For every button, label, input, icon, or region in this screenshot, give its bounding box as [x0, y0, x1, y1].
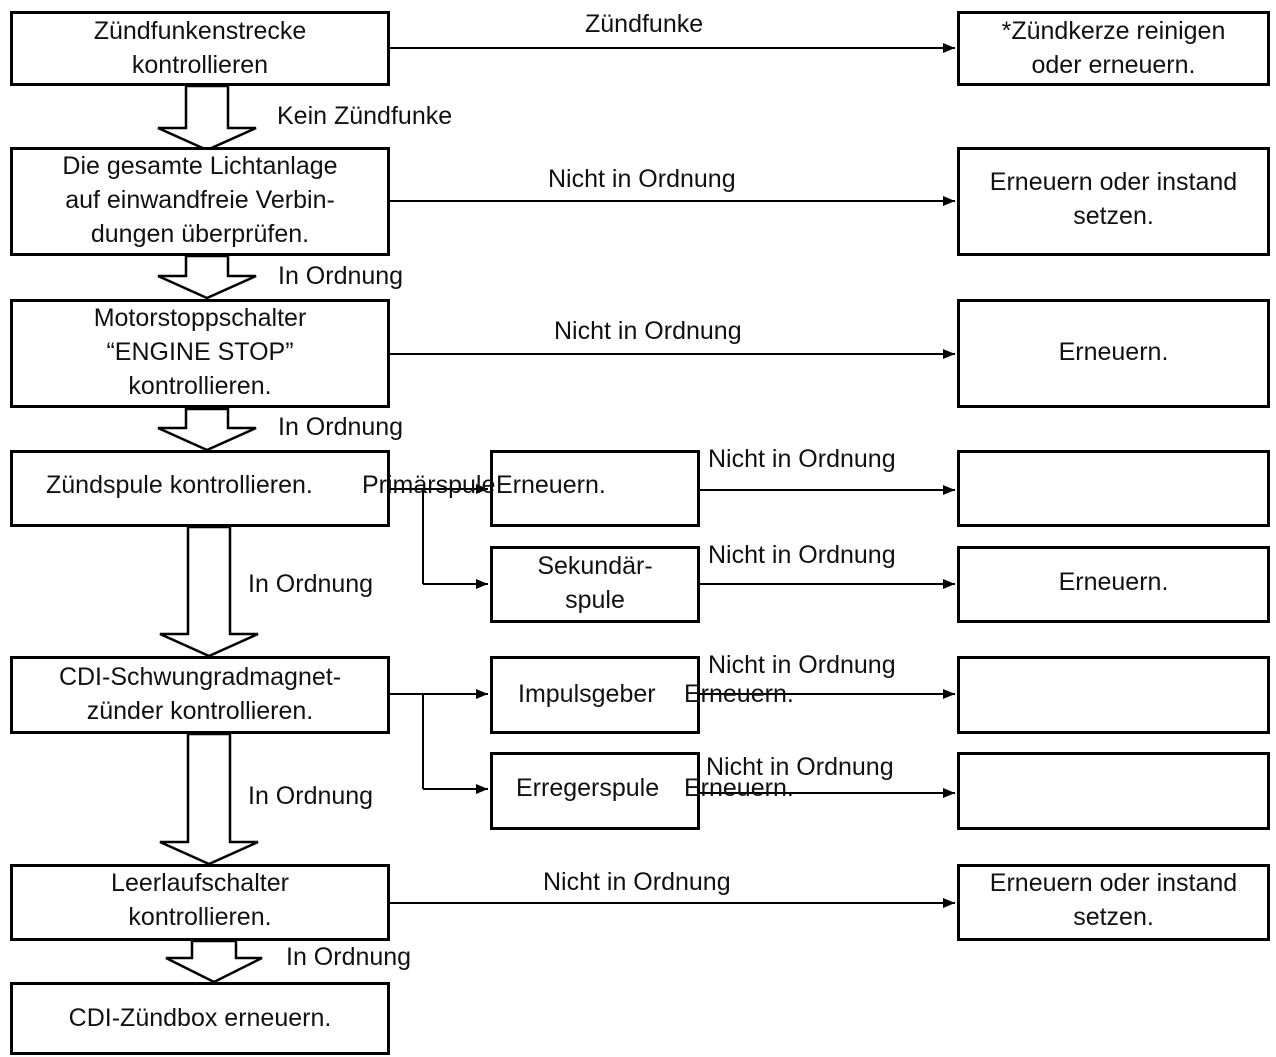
- part-primaer-box: [490, 450, 700, 527]
- result-3-box: [957, 299, 1270, 408]
- step-lichtanlage-label: Die gesamte Lichtanlage auf einwandfreie…: [62, 152, 338, 248]
- edge-label-primaer-nicht-ok: Nicht in Ordnung: [708, 445, 896, 473]
- part-primaer-label: Primärspule: [362, 471, 496, 499]
- result-2-box: [957, 147, 1270, 256]
- result-5-label: Erneuern.: [1058, 568, 1169, 596]
- result-6-label: Erneuern.: [684, 680, 794, 708]
- step-motorstopp-box: [10, 299, 390, 408]
- step-motorstopp-label: Motorstoppschalter “ENGINE STOP” kontrol…: [93, 304, 307, 400]
- part-sekundaer-box: [490, 546, 700, 623]
- result-8-box: [957, 864, 1270, 941]
- step-zuendfunkenstrecke-label: Zündfunkenstrecke kontrollieren: [93, 17, 307, 79]
- step-leerlauf-box: [10, 864, 390, 941]
- result-6-box: [957, 656, 1270, 734]
- step-cdi-zuendbox-box: [10, 982, 390, 1055]
- down-arrow-s1-s2: [157, 84, 257, 152]
- step-cdi-magnet-label: CDI-Schwungradmagnet- zünder kontrollier…: [58, 663, 342, 725]
- result-8-label: Erneuern oder instand setzen.: [989, 869, 1238, 931]
- step-zuendspule-box: [10, 450, 390, 527]
- down-arrow-s6-s7: [165, 939, 263, 984]
- edge-label-s2-ok: In Ordnung: [278, 262, 404, 290]
- part-impuls-box: [490, 656, 700, 734]
- edge-label-s4-ok: In Ordnung: [248, 570, 374, 598]
- result-1-box: [957, 11, 1270, 86]
- result-3-label: Erneuern.: [1058, 338, 1169, 366]
- down-arrow-s4-s5: [159, 525, 259, 658]
- edge-label-s6-nicht-ok: Nicht in Ordnung: [543, 868, 731, 896]
- result-1-label: *Zündkerze reinigen oder erneuern.: [1001, 17, 1226, 79]
- result-5-box: [957, 546, 1270, 623]
- step-cdi-magnet-box: [10, 656, 390, 734]
- edge-label-kein-zuendfunke: Kein Zündfunke: [277, 102, 453, 130]
- branch-s5: [390, 693, 424, 789]
- part-erreger-box: [490, 752, 700, 830]
- down-arrow-s2-s3: [157, 254, 257, 300]
- step-zuendspule-label: Zündspule kontrollieren.: [46, 471, 313, 499]
- result-2-label: Erneuern oder instand setzen.: [989, 168, 1238, 230]
- edge-label-sekundaer-nicht-ok: Nicht in Ordnung: [708, 541, 896, 569]
- branch-s4: [390, 488, 424, 584]
- part-sekundaer-label: Sekundär- spule: [537, 552, 653, 614]
- edge-label-s3-nicht-ok: Nicht in Ordnung: [554, 317, 742, 345]
- step-lichtanlage-box: [10, 147, 390, 256]
- result-4-box: [957, 450, 1270, 527]
- down-arrow-s5-s6: [159, 732, 259, 866]
- edge-label-erreger-nicht-ok: Nicht in Ordnung: [706, 753, 894, 781]
- part-impuls-label: Impulsgeber: [518, 680, 656, 708]
- step-leerlauf-label: Leerlaufschalter kontrollieren.: [111, 869, 289, 931]
- edge-label-zuendfunke: Zündfunke: [585, 10, 704, 38]
- part-erreger-label: Erregerspule: [516, 774, 660, 802]
- step-zuendfunkenstrecke-box: [10, 11, 390, 86]
- down-arrow-s3-s4: [157, 407, 257, 452]
- edge-label-s6-ok: In Ordnung: [286, 943, 412, 971]
- edge-label-s5-ok: In Ordnung: [248, 782, 374, 810]
- result-7-label: Erneuern.: [684, 774, 794, 802]
- edge-label-s3-ok: In Ordnung: [278, 413, 404, 441]
- edge-label-impuls-nicht-ok: Nicht in Ordnung: [708, 651, 896, 679]
- step-cdi-zuendbox-label: CDI-Zündbox erneuern.: [68, 1004, 332, 1032]
- edge-label-s2-nicht-ok: Nicht in Ordnung: [548, 165, 736, 193]
- result-4-label: Erneuern.: [496, 471, 606, 499]
- result-7-box: [957, 752, 1270, 830]
